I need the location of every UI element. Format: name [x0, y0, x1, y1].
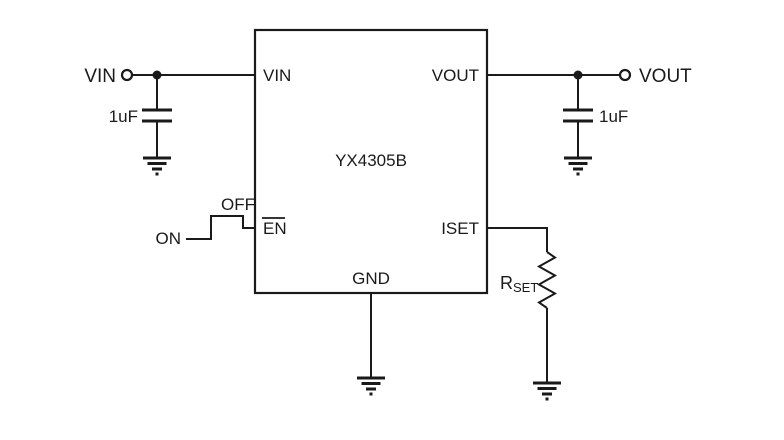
- pin-label-iset: ISET: [441, 219, 479, 238]
- vin-terminal: [120, 68, 134, 82]
- pin-label-gnd: GND: [352, 269, 390, 288]
- rset-label: RSET: [500, 273, 538, 295]
- ground-symbol-output: [562, 156, 594, 176]
- enable-off-label: OFF: [221, 195, 255, 214]
- vout-terminal: [618, 68, 632, 82]
- ground-symbol-rset: [531, 381, 563, 401]
- pin-label-vin: VIN: [263, 66, 291, 85]
- enable-on-label: ON: [156, 229, 182, 248]
- vin-terminal-label: VIN: [84, 66, 116, 87]
- rset-label-subscript: SET: [513, 280, 538, 295]
- chip-name-label: YX4305B: [335, 151, 407, 170]
- pin-label-en: EN: [263, 219, 287, 238]
- output-capacitor-label: 1uF: [599, 107, 628, 126]
- pin-label-vout: VOUT: [432, 66, 479, 85]
- input-capacitor-label: 1uF: [109, 107, 138, 126]
- ground-symbol-gnd-pin: [355, 376, 387, 396]
- rset-label-prefix: R: [500, 273, 513, 293]
- enable-step-waveform: [186, 215, 255, 240]
- vout-terminal-label: VOUT: [639, 66, 692, 87]
- ground-symbol-input: [141, 156, 173, 176]
- rset-resistor: [536, 251, 558, 309]
- wire-iset: [487, 227, 548, 252]
